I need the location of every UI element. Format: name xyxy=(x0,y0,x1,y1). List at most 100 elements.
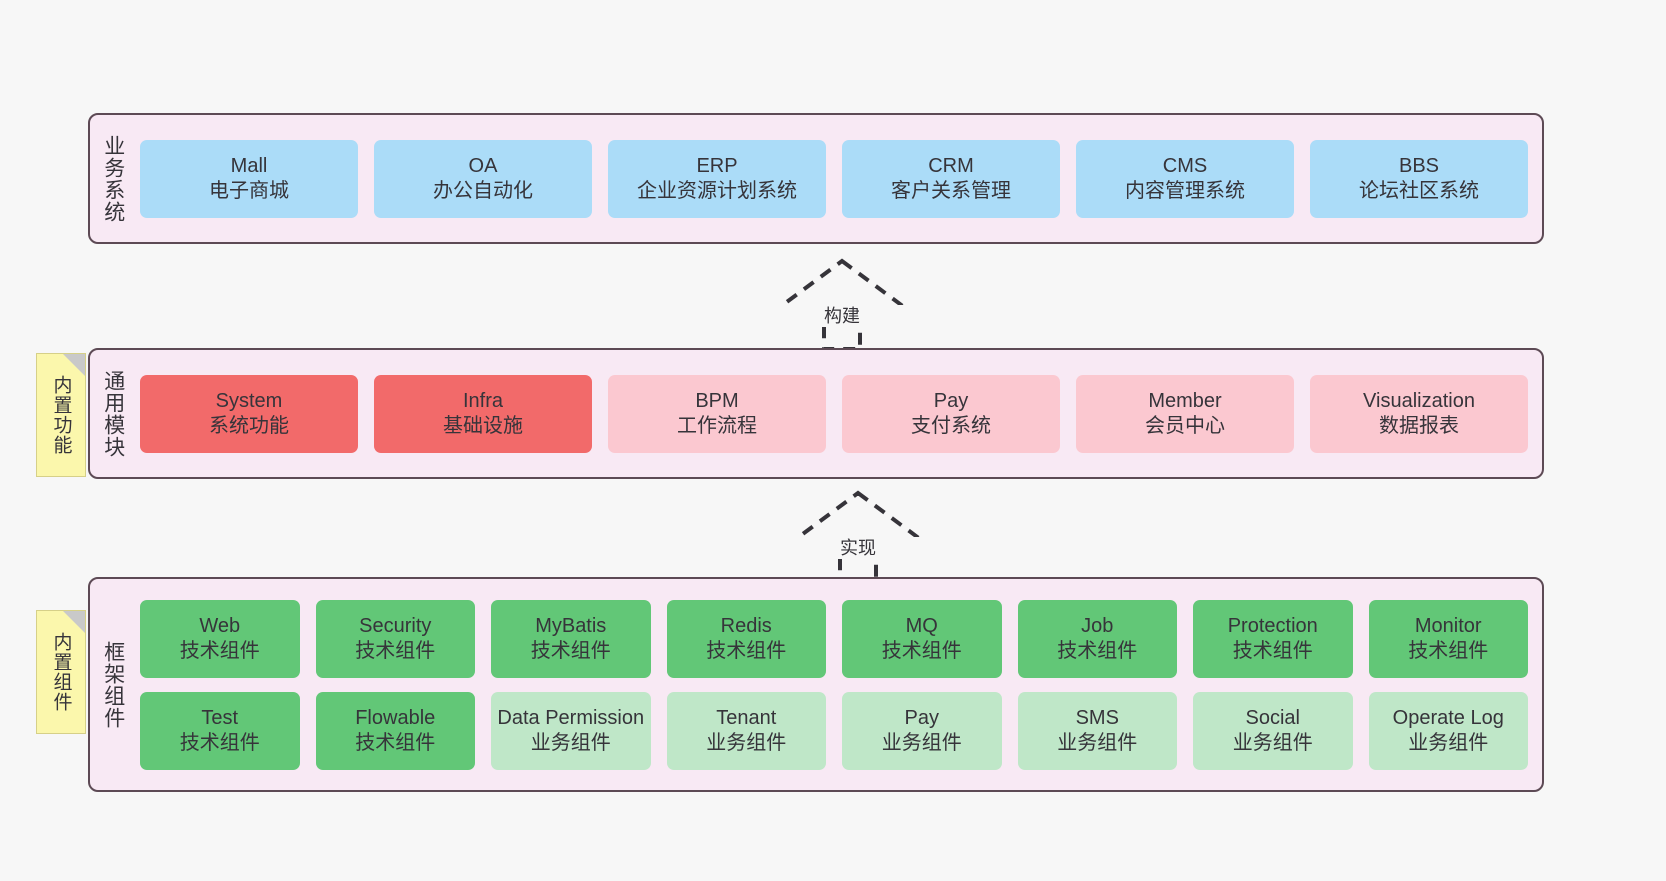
node-cms[interactable]: CMS 内容管理系统 xyxy=(1076,139,1294,218)
node-test[interactable]: Test 技术组件 xyxy=(140,691,300,770)
node-label-cn: 支付系统 xyxy=(911,414,991,437)
node-member[interactable]: Member 会员中心 xyxy=(1076,374,1294,453)
connector-label-build: 构建 xyxy=(742,305,942,327)
node-label-en: Test xyxy=(201,707,239,730)
node-mall[interactable]: Mall 电子商城 xyxy=(140,139,358,218)
connector-label-realize: 实现 xyxy=(758,537,958,559)
node-label-cn: 业务组件 xyxy=(1232,731,1313,754)
node-label-cn: 技术组件 xyxy=(530,639,611,662)
node-crm[interactable]: CRM 客户关系管理 xyxy=(842,139,1060,218)
node-label-en: BPM xyxy=(695,390,739,413)
note-builtin-components: 内置组件 xyxy=(36,610,86,734)
node-label-cn: 客户关系管理 xyxy=(891,179,1011,202)
layer-body-framework-component: Web 技术组件 Security 技术组件 MyBatis 技术组件 Redi… xyxy=(136,579,1542,790)
node-web[interactable]: Web 技术组件 xyxy=(140,599,300,678)
node-label-en: ERP xyxy=(696,155,738,178)
layer-title-common-module: 通用模块 xyxy=(101,369,125,458)
node-erp[interactable]: ERP 企业资源计划系统 xyxy=(608,139,826,218)
node-pay-component[interactable]: Pay 业务组件 xyxy=(842,691,1002,770)
node-redis[interactable]: Redis 技术组件 xyxy=(666,599,826,678)
row: System 系统功能 Infra 基础设施 BPM 工作流程 Pay 支付系统… xyxy=(140,374,1528,453)
node-job[interactable]: Job 技术组件 xyxy=(1017,599,1177,678)
node-label-cn: 基础设施 xyxy=(443,414,523,437)
node-label-en: Pay xyxy=(904,707,939,730)
node-label-en: Flowable xyxy=(355,707,436,730)
node-oa[interactable]: OA 办公自动化 xyxy=(374,139,592,218)
node-label-cn: 技术组件 xyxy=(355,639,436,662)
node-label-en: CMS xyxy=(1162,155,1208,178)
layer-business-system: 业务系统 Mall 电子商城 OA 办公自动化 ERP 企业资源计划系统 CRM… xyxy=(88,113,1544,244)
layer-framework-component: 框架组件 Web 技术组件 Security 技术组件 MyBatis 技术组件… xyxy=(88,577,1544,792)
node-flowable[interactable]: Flowable 技术组件 xyxy=(315,691,475,770)
node-label-cn: 业务组件 xyxy=(881,731,962,754)
node-system[interactable]: System 系统功能 xyxy=(140,374,358,453)
node-label-cn: 数据报表 xyxy=(1379,414,1459,437)
note-builtin-features: 内置功能 xyxy=(36,353,86,477)
node-monitor[interactable]: Monitor 技术组件 xyxy=(1368,599,1528,678)
node-operate-log[interactable]: Operate Log 业务组件 xyxy=(1368,691,1528,770)
node-label-en: System xyxy=(215,390,283,413)
node-social[interactable]: Social 业务组件 xyxy=(1193,691,1353,770)
node-label-cn: 电子商城 xyxy=(209,179,289,202)
node-label-en: Monitor xyxy=(1414,615,1482,638)
node-label-en: Job xyxy=(1081,615,1114,638)
node-label-cn: 技术组件 xyxy=(355,731,436,754)
note-text: 内置功能 xyxy=(50,375,72,455)
layer-common-module: 通用模块 System 系统功能 Infra 基础设施 BPM 工作流程 Pay… xyxy=(88,348,1544,479)
note-text: 内置组件 xyxy=(50,632,72,712)
node-visualization[interactable]: Visualization 数据报表 xyxy=(1310,374,1528,453)
node-label-cn: 技术组件 xyxy=(179,731,260,754)
node-label-cn: 系统功能 xyxy=(209,414,289,437)
node-pay-module[interactable]: Pay 支付系统 xyxy=(842,374,1060,453)
node-security[interactable]: Security 技术组件 xyxy=(315,599,475,678)
node-label-cn: 业务组件 xyxy=(706,731,787,754)
node-label-cn: 技术组件 xyxy=(881,639,962,662)
node-label-en: OA xyxy=(468,155,498,178)
node-label-en: Operate Log xyxy=(1392,707,1504,730)
node-label-en: Member xyxy=(1148,390,1222,413)
node-label-cn: 业务组件 xyxy=(1057,731,1138,754)
node-label-en: Social xyxy=(1245,707,1300,730)
node-label-en: Mall xyxy=(230,155,268,178)
node-sms[interactable]: SMS 业务组件 xyxy=(1017,691,1177,770)
node-label-en: Pay xyxy=(933,390,969,413)
node-label-cn: 工作流程 xyxy=(677,414,757,437)
node-label-en: MyBatis xyxy=(535,615,607,638)
node-label-cn: 技术组件 xyxy=(179,639,260,662)
node-infra[interactable]: Infra 基础设施 xyxy=(374,374,592,453)
node-label-cn: 办公自动化 xyxy=(433,179,533,202)
node-protection[interactable]: Protection 技术组件 xyxy=(1193,599,1353,678)
connector-realize: 实现 xyxy=(758,487,958,587)
node-mq[interactable]: MQ 技术组件 xyxy=(842,599,1002,678)
node-label-cn: 会员中心 xyxy=(1145,414,1225,437)
node-label-en: MQ xyxy=(905,615,938,638)
node-label-en: Protection xyxy=(1227,615,1318,638)
node-label-en: Tenant xyxy=(716,707,777,730)
node-label-cn: 技术组件 xyxy=(706,639,787,662)
node-tenant[interactable]: Tenant 业务组件 xyxy=(666,691,826,770)
node-bpm[interactable]: BPM 工作流程 xyxy=(608,374,826,453)
node-label-en: BBS xyxy=(1398,155,1440,178)
node-label-cn: 论坛社区系统 xyxy=(1359,179,1479,202)
node-label-en: Visualization xyxy=(1363,390,1475,413)
row: Test 技术组件 Flowable 技术组件 Data Permission … xyxy=(140,691,1528,770)
node-label-cn: 业务组件 xyxy=(1408,731,1489,754)
node-data-permission[interactable]: Data Permission 业务组件 xyxy=(491,691,651,770)
node-label-en: Redis xyxy=(720,615,772,638)
layer-body-common-module: System 系统功能 Infra 基础设施 BPM 工作流程 Pay 支付系统… xyxy=(136,350,1542,477)
layer-title-business-system: 业务系统 xyxy=(101,134,125,223)
node-label-en: CRM xyxy=(928,155,974,178)
node-label-en: Security xyxy=(359,615,432,638)
node-label-en: Data Permission xyxy=(497,707,645,730)
node-label-cn: 技术组件 xyxy=(1408,639,1489,662)
layer-title-framework-component: 框架组件 xyxy=(101,640,125,729)
node-bbs[interactable]: BBS 论坛社区系统 xyxy=(1310,139,1528,218)
node-label-en: Infra xyxy=(462,390,504,413)
row: Web 技术组件 Security 技术组件 MyBatis 技术组件 Redi… xyxy=(140,599,1528,678)
connector-build: 构建 xyxy=(742,255,942,355)
node-mybatis[interactable]: MyBatis 技术组件 xyxy=(491,599,651,678)
layer-body-business-system: Mall 电子商城 OA 办公自动化 ERP 企业资源计划系统 CRM 客户关系… xyxy=(136,115,1542,242)
node-label-cn: 内容管理系统 xyxy=(1125,179,1245,202)
row: Mall 电子商城 OA 办公自动化 ERP 企业资源计划系统 CRM 客户关系… xyxy=(140,139,1528,218)
